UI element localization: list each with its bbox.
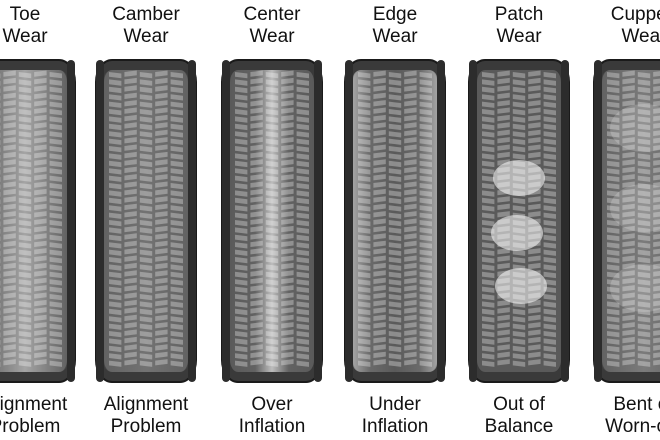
- cause-label-line1: Out of: [493, 394, 545, 415]
- cause-label-line2: Inflation: [238, 416, 306, 437]
- wear-type-label-line2: Wear: [496, 26, 542, 47]
- wear-type-label-line2: Wear: [123, 26, 169, 47]
- cause-label-line2: Problem: [0, 416, 61, 437]
- cause-label-line2: Problem: [110, 416, 182, 437]
- wear-type-label-line1: Camber: [112, 4, 180, 25]
- wear-type-label-line2: Wear: [621, 26, 660, 47]
- tire-column-camber: Camber Wear Alignment Problem: [94, 0, 198, 440]
- toe-wear-tire-icon-svg: [0, 59, 76, 383]
- toe-wear-tire-icon: [0, 58, 77, 384]
- tire-column-cupped: Cupped Wear Bent or Worn-out: [592, 0, 660, 440]
- wear-type-label-line2: Wear: [249, 26, 295, 47]
- camber-wear-tire-icon-svg: [95, 59, 197, 383]
- cause-label-line1: Bent or: [613, 394, 660, 415]
- wear-type-label-line2: Wear: [372, 26, 418, 47]
- camber-wear-tire-icon: [94, 58, 198, 384]
- patch-wear-tire-icon: [467, 58, 571, 384]
- patch-wear-tire-icon-svg: [468, 59, 570, 383]
- wear-type-label-line1: Toe: [9, 4, 41, 25]
- tire-column-center: Center Wear Over Inflation: [220, 0, 324, 440]
- cause-label-line2: Worn-out: [605, 416, 660, 437]
- cupped-wear-tire-icon-svg: [593, 59, 660, 383]
- cause-label-line1: Alignment: [103, 394, 189, 415]
- cupped-wear-tire-icon: [592, 58, 660, 384]
- cause-label-line1: Over: [251, 394, 293, 415]
- wear-type-label-line1: Edge: [372, 4, 418, 25]
- center-wear-tire-icon-svg: [221, 59, 323, 383]
- edge-wear-tire-icon-svg: [344, 59, 446, 383]
- cause-label-line1: Under: [369, 394, 421, 415]
- wear-type-label-line2: Wear: [2, 26, 48, 47]
- tire-column-patch: Patch Wear Out of Balance: [467, 0, 571, 440]
- wear-type-label-line1: Cupped: [610, 4, 660, 25]
- center-wear-tire-icon: [220, 58, 324, 384]
- tire-column-toe: Toe Wear Alignment Problem: [0, 0, 77, 440]
- cause-label-line2: Inflation: [361, 416, 429, 437]
- edge-wear-tire-icon: [343, 58, 447, 384]
- tire-column-edge: Edge Wear Under Inflation: [343, 0, 447, 440]
- cause-label-line1: Alignment: [0, 394, 68, 415]
- wear-type-label-line1: Patch: [494, 4, 544, 25]
- cause-label-line2: Balance: [484, 416, 554, 437]
- wear-type-label-line1: Center: [243, 4, 301, 25]
